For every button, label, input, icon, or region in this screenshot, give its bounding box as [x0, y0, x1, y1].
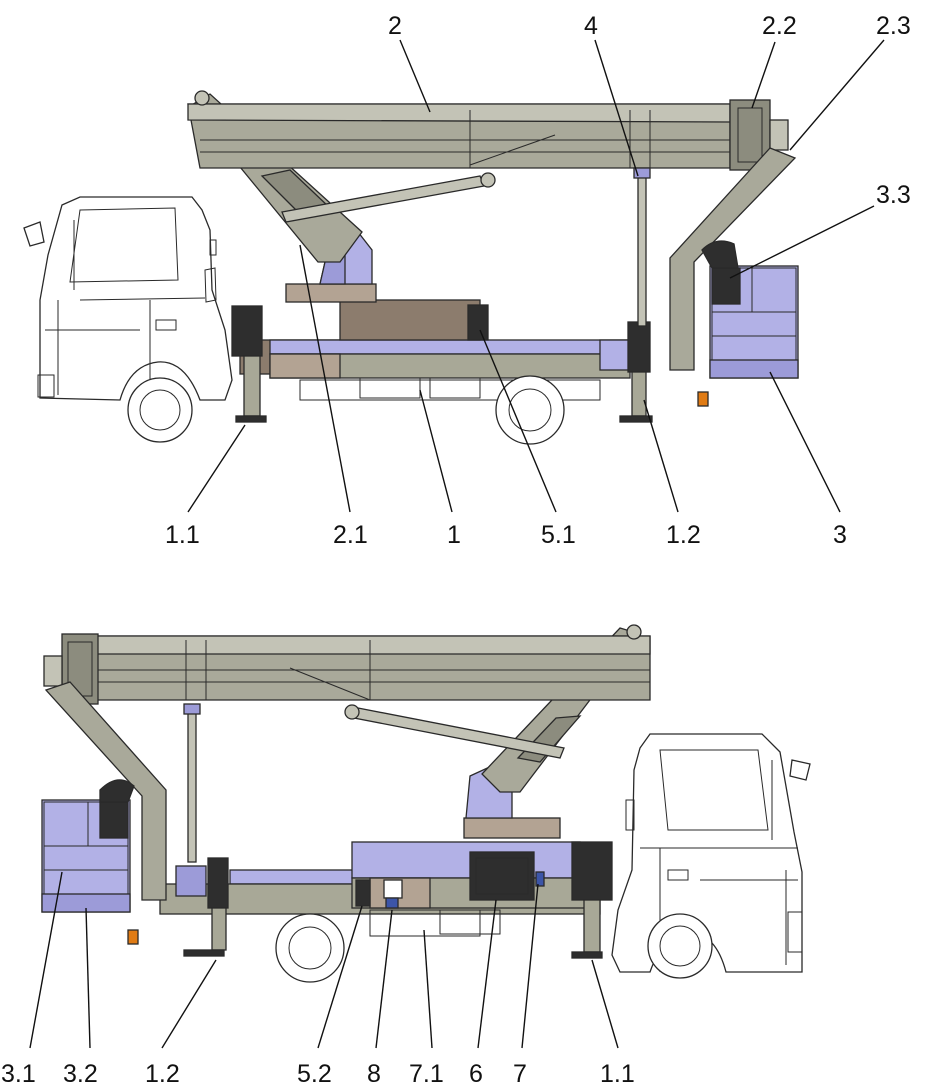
bottom-basket — [41, 779, 139, 945]
bottom-control-box — [469, 851, 535, 901]
callout-5-1-top: 5.1 — [541, 521, 576, 549]
callout-2-2-top: 2.2 — [762, 12, 797, 40]
top-outrigger-front — [231, 305, 267, 423]
bottom-truck-view: 3.1 3.2 1.2 5.2 8 7.1 6 7 1.1 — [1, 624, 811, 1088]
bottom-outrigger-front — [571, 841, 613, 959]
callout-2-1-top: 2.1 — [333, 521, 368, 549]
callout-1-2-top: 1.2 — [666, 521, 701, 549]
callout-4-top: 4 — [584, 12, 598, 40]
callout-5-2-bottom: 5.2 — [297, 1060, 332, 1088]
top-cab — [23, 196, 233, 401]
callout-8-bottom: 8 — [367, 1060, 381, 1088]
callout-3-2-bottom: 3.2 — [63, 1060, 98, 1088]
top-lift-cylinder — [281, 172, 496, 223]
top-chassis — [239, 299, 641, 401]
top-outrigger-rear — [619, 321, 653, 423]
top-boom-rest — [633, 167, 651, 327]
bottom-wheels — [275, 913, 713, 983]
bottom-boom-rest — [183, 703, 201, 863]
callout-1-2-bottom: 1.2 — [145, 1060, 180, 1088]
callout-1-top: 1 — [447, 521, 461, 549]
callout-2-3-top: 2.3 — [876, 12, 911, 40]
top-leader-lines — [187, 39, 885, 513]
callout-7-bottom: 7 — [513, 1060, 527, 1088]
bottom-jib-arm — [44, 681, 167, 901]
bottom-socket-5-2 — [355, 879, 371, 907]
top-truck-view: 2 4 2.2 2.3 3.3 1.1 2.1 1 5.1 1.2 3 — [23, 12, 911, 549]
top-wheels — [127, 375, 565, 445]
top-boom-head — [729, 99, 789, 171]
callout-1-1-bottom: 1.1 — [600, 1060, 635, 1088]
bottom-lift-cylinder — [344, 704, 565, 759]
callout-2-top: 2 — [388, 12, 402, 40]
callout-3-top: 3 — [833, 521, 847, 549]
bottom-fitting-8 — [385, 897, 399, 909]
top-main-boom — [187, 90, 731, 169]
bottom-outrigger-rear — [183, 857, 229, 957]
bottom-valve-8 — [383, 879, 403, 899]
callout-1-1-top: 1.1 — [165, 521, 200, 549]
bottom-fitting-7 — [535, 871, 545, 887]
bottom-leader-lines — [29, 871, 619, 1049]
callout-3-1-bottom: 3.1 — [1, 1060, 36, 1088]
callout-3-3-top: 3.3 — [876, 181, 911, 209]
top-jib-arm — [669, 147, 797, 371]
top-basket — [697, 240, 799, 407]
callout-7-1-bottom: 7.1 — [409, 1060, 444, 1088]
callout-6-bottom: 6 — [469, 1060, 483, 1088]
bottom-main-boom — [95, 624, 651, 701]
